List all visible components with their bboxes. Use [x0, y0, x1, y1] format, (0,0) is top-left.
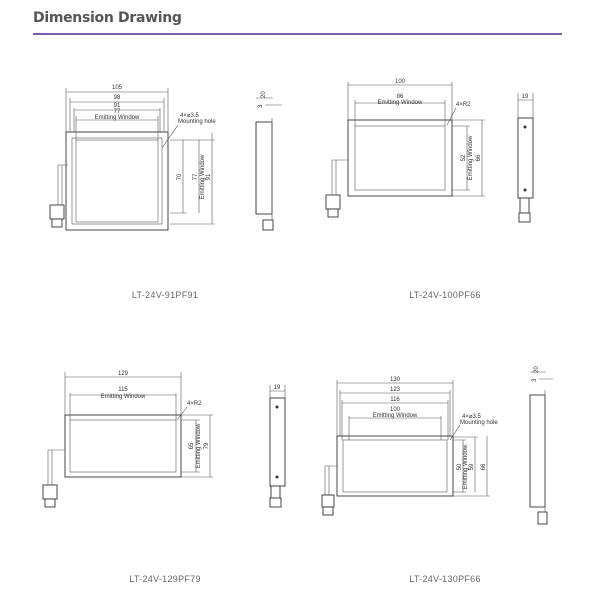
- hole-spec: 4×⌀3.5: [180, 113, 199, 119]
- model-caption: LT-24V-130PF66: [409, 574, 481, 584]
- hole-label: Mounting hole: [460, 420, 498, 426]
- dim-width-2: 123: [390, 387, 401, 393]
- dim-height-outer: 91: [206, 173, 212, 180]
- dim-width-3: 91: [114, 103, 121, 109]
- emitting-window-label: Emitting Window: [101, 394, 146, 400]
- drawing-lt-24v-91pf91: 105 98 91 77 Emitting Window 4×⌀3.5 Moun…: [49, 85, 282, 231]
- dim-height-outer: 66: [476, 154, 482, 161]
- dim-window-width: 115: [118, 387, 128, 393]
- side-thickness: 20: [534, 366, 540, 373]
- dim-height-2: 59: [469, 463, 475, 470]
- side-thickness: 20: [261, 91, 267, 98]
- drawing-lt-24v-129pf79: 129 115 Emitting Window 4×R2 65 Emitting…: [42, 371, 286, 508]
- model-caption: LT-24V-100PF66: [409, 290, 481, 300]
- dim-width-outer: 130: [390, 377, 401, 383]
- emitting-window-vertical-label: Emitting Window: [468, 135, 474, 180]
- dim-window-width: 100: [390, 407, 401, 413]
- dim-height-outer: 79: [204, 442, 210, 449]
- dim-window-width: 77: [114, 109, 121, 115]
- drawing-lt-24v-130pf66: 130 123 116 100 Emitting Window 4×⌀3.5 M…: [321, 366, 553, 525]
- dim-window-height: 65: [189, 442, 195, 449]
- dim-window-height: 77: [193, 173, 199, 180]
- model-caption: LT-24V-91PF91: [131, 290, 199, 300]
- side-thickness: 19: [274, 385, 281, 391]
- side-flange: 3: [258, 104, 264, 108]
- emitting-window-vertical-label: Emitting Window: [463, 444, 469, 489]
- title-underline: [33, 33, 562, 35]
- emitting-window-label: Emitting Window: [378, 100, 423, 106]
- side-thickness: 19: [522, 94, 529, 100]
- dim-width-outer: 129: [118, 371, 129, 377]
- side-flange: 3: [532, 378, 538, 382]
- hole-label: Mounting hole: [178, 119, 216, 125]
- dim-width-outer: 105: [112, 85, 123, 91]
- dim-width-outer: 100: [395, 79, 406, 85]
- dim-width-3: 116: [390, 397, 400, 403]
- emitting-window-vertical-label: Emitting Window: [200, 154, 206, 199]
- dim-height-1: 70: [177, 173, 183, 180]
- dim-window-height: 52: [461, 154, 467, 161]
- dim-window-width: 86: [397, 94, 404, 100]
- drawing-lt-24v-100pf66: 100 86 Emitting Window 4×R2 52 Emitting …: [325, 79, 534, 223]
- dim-window-height: 50: [457, 463, 463, 470]
- dim-width-2: 98: [114, 95, 121, 101]
- corner-radius: 4×R2: [456, 102, 471, 108]
- emitting-window-vertical-label: Emitting Window: [196, 423, 202, 468]
- model-caption: LT-24V-129PF79: [129, 574, 201, 584]
- emitting-window-label: Emitting Window: [373, 413, 418, 419]
- section-title: Dimension Drawing: [33, 10, 182, 26]
- emitting-window-label: Emitting Window: [95, 115, 140, 121]
- dim-height-outer: 66: [481, 463, 487, 470]
- hole-spec: 4×⌀3.5: [462, 414, 481, 420]
- corner-radius: 4×R2: [187, 401, 202, 407]
